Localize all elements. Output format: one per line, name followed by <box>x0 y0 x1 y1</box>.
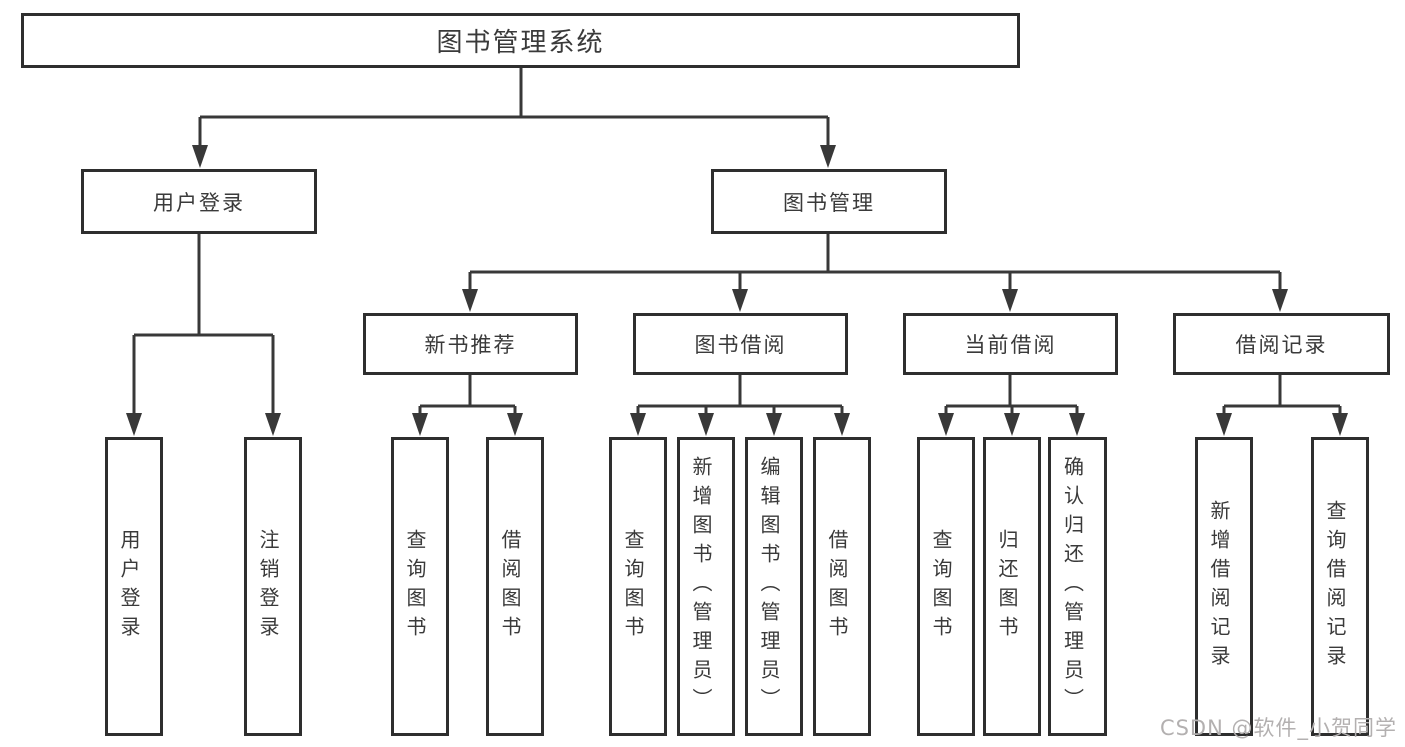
leaf-confirm-return-admin: 确认归还（管理员） <box>1048 437 1107 736</box>
node-library-system: 图书管理系统 <box>21 13 1020 68</box>
connector-strokes <box>132 68 1342 416</box>
leaf-edit-books-admin-label: 编辑图书（管理员） <box>757 456 781 717</box>
node-borrowing-records-label: 借阅记录 <box>1235 333 1328 357</box>
leaf-borrow-books-borrowing-label: 借阅图书 <box>825 528 849 645</box>
leaf-borrow-books-borrowing: 借阅图书 <box>813 437 871 736</box>
watermark: CSDN @软件_小贺同学 <box>1159 716 1397 740</box>
node-borrowing-records: 借阅记录 <box>1173 313 1390 375</box>
node-book-management: 图书管理 <box>711 169 947 234</box>
node-library-system-label: 图书管理系统 <box>436 28 605 58</box>
leaf-borrow-books-recommend-label: 借阅图书 <box>498 528 522 645</box>
node-user-login-label: 用户登录 <box>153 190 245 215</box>
leaf-return-books: 归还图书 <box>983 437 1041 736</box>
node-book-borrowing: 图书借阅 <box>633 313 848 375</box>
node-book-management-label: 图书管理 <box>783 190 875 215</box>
leaf-query-books-recommend: 查询图书 <box>391 437 449 736</box>
node-current-borrowing-label: 当前借阅 <box>964 333 1057 357</box>
leaf-query-books-borrowing: 查询图书 <box>609 437 667 736</box>
leaf-add-borrow-record-label: 新增借阅记录 <box>1207 499 1231 674</box>
leaf-user-login-label: 用户登录 <box>117 528 141 645</box>
node-current-borrowing: 当前借阅 <box>903 313 1118 375</box>
leaf-add-books-admin-label: 新增图书（管理员） <box>689 456 713 717</box>
leaf-borrow-books-recommend: 借阅图书 <box>486 437 544 736</box>
leaf-query-books-current: 查询图书 <box>917 437 975 736</box>
leaf-user-login: 用户登录 <box>105 437 163 736</box>
leaf-logout-login: 注销登录 <box>244 437 302 736</box>
leaf-confirm-return-admin-label: 确认归还（管理员） <box>1060 456 1085 717</box>
node-new-book-recommend: 新书推荐 <box>363 313 578 375</box>
leaf-query-books-current-label: 查询图书 <box>929 528 953 645</box>
node-new-book-recommend-label: 新书推荐 <box>424 333 517 357</box>
leaf-logout-login-label: 注销登录 <box>256 528 280 645</box>
leaf-query-books-recommend-label: 查询图书 <box>403 528 427 645</box>
leaf-return-books-label: 归还图书 <box>995 528 1019 645</box>
leaf-query-borrow-record: 查询借阅记录 <box>1311 437 1369 736</box>
leaf-query-books-borrowing-label: 查询图书 <box>621 528 645 645</box>
leaf-add-books-admin: 新增图书（管理员） <box>677 437 735 736</box>
leaf-add-borrow-record: 新增借阅记录 <box>1195 437 1253 736</box>
node-user-login: 用户登录 <box>81 169 317 234</box>
node-book-borrowing-label: 图书借阅 <box>694 333 787 357</box>
leaf-edit-books-admin: 编辑图书（管理员） <box>745 437 803 736</box>
arrowheads <box>126 145 1348 436</box>
leaf-query-borrow-record-label: 查询借阅记录 <box>1323 499 1347 674</box>
